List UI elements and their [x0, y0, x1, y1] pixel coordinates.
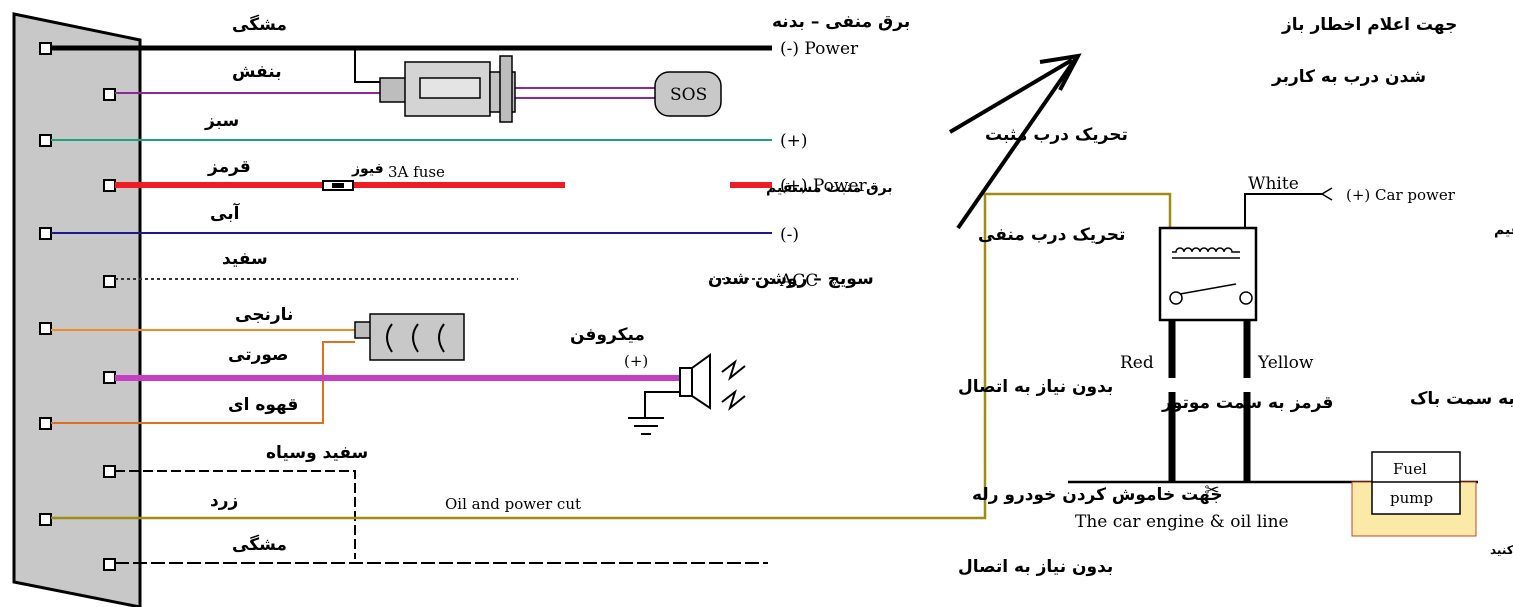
relay-car-power-fa: سفید برق مثبت مستقیم	[1494, 222, 1513, 238]
relay-car-power: (+) Car power	[1346, 186, 1456, 204]
label-yellow: زرد	[210, 491, 238, 511]
label-direct-positive: برق مثبت مستقیم	[766, 180, 893, 196]
pin-8	[103, 371, 116, 384]
label-pink: صورتی	[228, 345, 288, 365]
relay-box	[1158, 226, 1258, 322]
pin-10	[103, 465, 116, 478]
relay-yellow: Yellow	[1257, 353, 1314, 373]
fuel-pump-box	[1371, 451, 1461, 515]
label-door-positive: تحریک درب مثبت	[985, 125, 1128, 145]
label-plus: (+)	[780, 131, 808, 151]
label-blue: آبی	[210, 202, 241, 224]
cut-icon: ✂	[1204, 480, 1219, 501]
wire-brown	[51, 341, 355, 424]
label-relay-purpose: جهت خاموش کردن خودرو رله	[972, 485, 1223, 505]
sos-switch	[379, 55, 516, 123]
wire-yellow-relay	[51, 192, 1172, 520]
pin-2	[103, 88, 116, 101]
relay-yellow-fa: زرد به سمت باک	[1410, 389, 1513, 409]
label-black-2: مشگی	[232, 534, 287, 555]
relay-coil-icon	[1172, 247, 1240, 259]
label-purple: بنفش	[232, 62, 282, 82]
label-oil-cut: Oil and power cut	[445, 495, 581, 513]
pin-1	[39, 42, 52, 55]
wire-white-black	[115, 470, 356, 559]
relay-switch-icon	[1169, 283, 1253, 305]
label-ground-fa: برق منفی – بدنه	[772, 12, 910, 32]
alert-arrows	[948, 53, 1082, 230]
pin-11	[39, 513, 52, 526]
label-acc: ACC	[779, 271, 818, 291]
alert-line-2: شدن درب به کاربر	[1271, 67, 1426, 87]
relay-note: سیم برق بعد از سویچ را قطع کرده و این دو…	[1490, 543, 1513, 558]
label-door-negative: تحریک درب منفی	[978, 225, 1125, 245]
fuse-label-fa: فیوز	[351, 161, 384, 177]
relay-red-fa: قرمز به سمت موتور	[1161, 393, 1333, 413]
connector-pins	[39, 42, 116, 571]
relay-red: Red	[1120, 353, 1154, 373]
speaker-icon	[628, 353, 746, 435]
label-red: قرمز	[207, 157, 251, 177]
pin-3	[39, 134, 52, 147]
speaker-plus: (+)	[624, 352, 648, 370]
label-white-black: سفید وسیاه	[266, 443, 368, 463]
fuel-label-1: Fuel	[1393, 460, 1427, 478]
device-connector-panel	[12, 12, 142, 607]
alert-line-1: جهت اعلام اخطار باز	[1281, 15, 1457, 35]
pin-5	[39, 227, 52, 240]
pin-6	[103, 275, 116, 288]
label-no-connect-2: بدون نیاز به اتصال	[958, 557, 1113, 577]
fuse-label-en: 3A fuse	[388, 163, 445, 181]
pin-12	[103, 558, 116, 571]
label-speaker-no-connect: بدون نیاز به اتصال	[958, 377, 1113, 397]
label-minus: (-)	[780, 225, 799, 245]
label-microphone: میکروفن	[570, 325, 645, 345]
label-black: مشگی	[232, 14, 287, 35]
label-acc-fa: سویچ – روشن شدن	[708, 269, 874, 289]
relay-white: White	[1248, 174, 1299, 194]
sos-button	[654, 71, 722, 117]
pin-9	[39, 417, 52, 430]
label-brown: قهوه ای	[228, 395, 298, 415]
pin-7	[39, 322, 52, 335]
label-orange: نارنجی	[235, 305, 293, 325]
fuel-label-2: pump	[1390, 489, 1433, 507]
label-neg-power: (-) Power	[780, 39, 859, 59]
fuse-element	[332, 183, 344, 188]
pin-4	[103, 179, 116, 192]
label-green: سبز	[204, 111, 239, 131]
relay-oil-line: The car engine & oil line	[1075, 512, 1289, 532]
label-pos-power: (+) Power	[780, 176, 868, 196]
label-white: سفید	[222, 249, 268, 269]
sos-label: SOS	[670, 85, 707, 105]
sos-ground-lead	[354, 48, 380, 83]
microphone-icon	[354, 313, 465, 361]
